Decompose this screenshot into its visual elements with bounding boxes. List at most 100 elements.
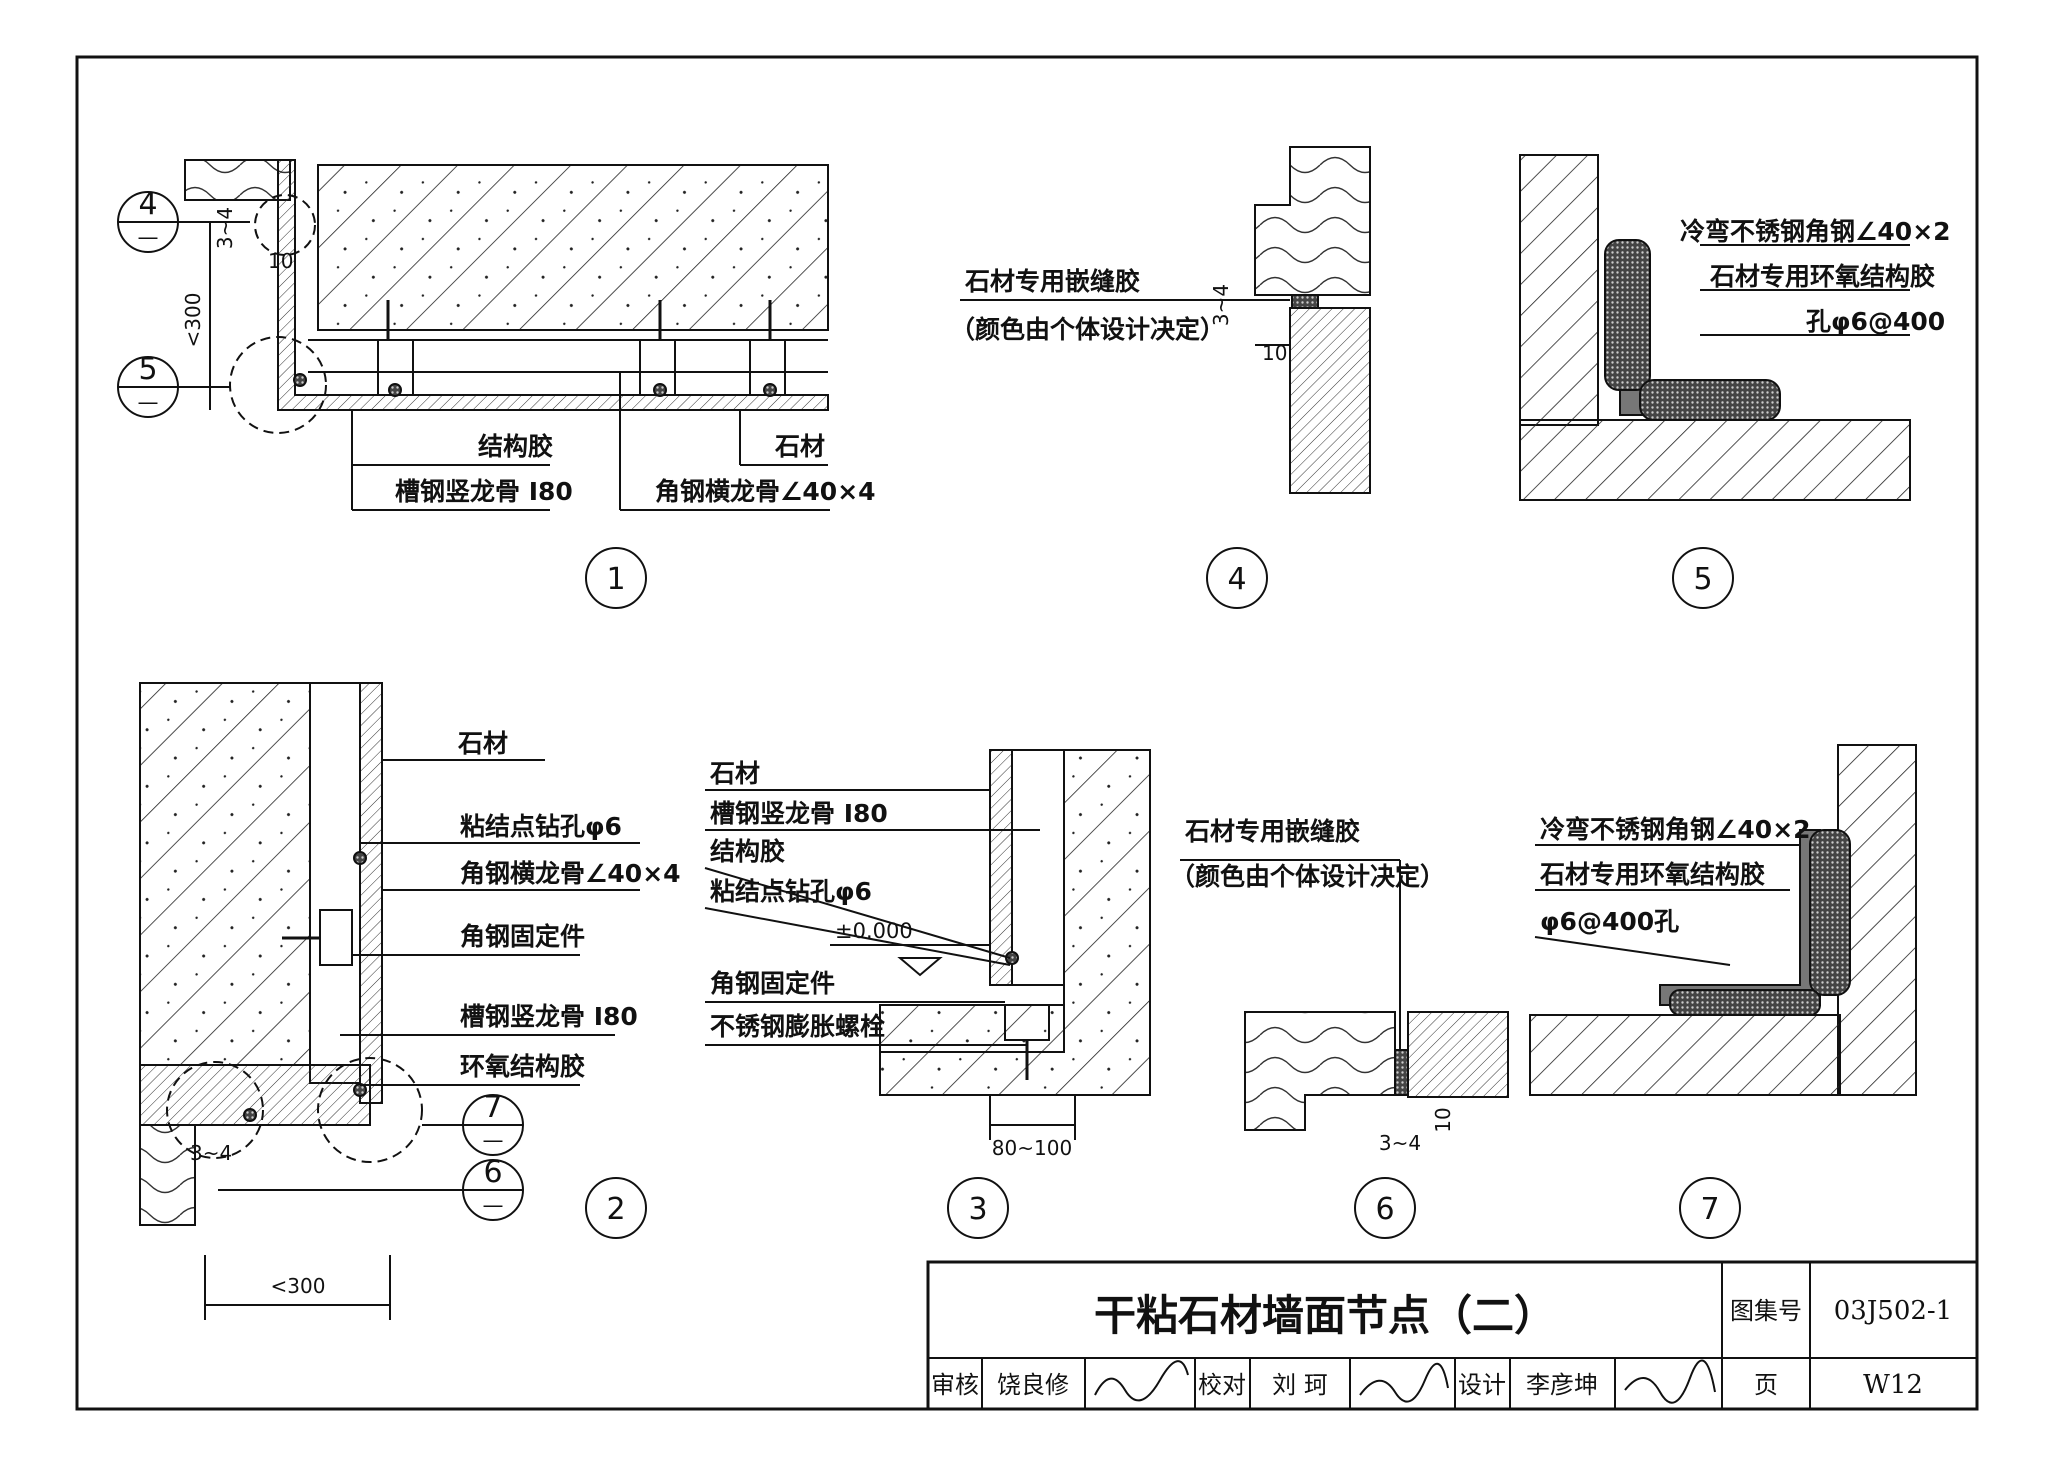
angle-fixer — [319, 909, 353, 966]
label-color-note: （颜色由个体设计决定） — [1170, 862, 1445, 891]
check-label: 校对 — [1198, 1371, 1246, 1399]
epoxy-horizontal — [1669, 989, 1821, 1016]
dim-300: <300 — [181, 293, 205, 348]
ref-dash: — — [138, 390, 159, 414]
epoxy-vertical — [1809, 829, 1851, 996]
label-level: ±0.000 — [835, 919, 913, 943]
label-stainless-angle: 冷弯不锈钢角钢∠40×2 — [1540, 815, 1811, 844]
ref-bubble-6: 6 — — [218, 1155, 524, 1221]
dim-3-4: 3~4 — [1379, 1131, 1421, 1155]
detail-number: 5 — [1693, 562, 1712, 597]
stainless-angle — [1659, 829, 1821, 1006]
stone-horizontal — [1529, 1014, 1841, 1096]
dim-300: <300 — [271, 1274, 326, 1298]
wood-door-frame — [184, 159, 291, 201]
level-mark — [897, 957, 943, 977]
detail-number: 7 — [1700, 1192, 1719, 1227]
label-stone: 石材 — [457, 729, 508, 758]
title-block: 干粘石材墙面节点（二） 图集号 03J502-1 页 W12 审核 饶良修 校对… — [926, 1260, 1979, 1411]
detail-number-circle — [1206, 547, 1268, 609]
design-name: 李彦坤 — [1526, 1371, 1598, 1399]
ref-number: 7 — [483, 1090, 502, 1125]
ref-dash: — — [483, 1128, 504, 1152]
label-sealant: 石材专用嵌缝胶 — [964, 267, 1140, 296]
detail-7: 冷弯不锈钢角钢∠40×2 石材专用环氧结构胶 φ6@400孔 7 — [1529, 744, 1917, 1239]
detail-number: 2 — [606, 1192, 625, 1227]
page-code: W12 — [1863, 1370, 1923, 1400]
epoxy-horizontal — [1639, 379, 1781, 421]
glue-dot — [1005, 951, 1019, 965]
label-hole: φ6@400孔 — [1540, 907, 1679, 936]
stone-panel-vertical — [359, 682, 383, 1104]
dim-3-4: 3~4 — [190, 1141, 232, 1165]
stone-panel — [1289, 307, 1371, 494]
callout-circle-4 — [254, 194, 316, 256]
ref-bubble-4: 4 — — [117, 187, 250, 253]
atlas-label: 图集号 — [1730, 1297, 1802, 1325]
dim-10: 10 — [268, 249, 293, 273]
detail-number-circle — [1354, 1177, 1416, 1239]
label-color-note: （颜色由个体设计决定） — [950, 315, 1225, 344]
design-label: 设计 — [1458, 1371, 1506, 1399]
stone-horizontal — [1519, 419, 1911, 501]
label-hole: 孔φ6@400 — [1806, 307, 1945, 336]
sealant-joint — [1394, 1049, 1409, 1096]
label-hole: 粘结点钻孔φ6 — [710, 877, 872, 906]
dim-3-4: 3~4 — [1209, 284, 1233, 326]
dim-10: 10 — [1431, 1107, 1455, 1132]
stone-panel — [1407, 1011, 1509, 1098]
glue-dots — [293, 373, 777, 397]
detail-6: 石材专用嵌缝胶 （颜色由个体设计决定） 10 3~4 6 — [1170, 817, 1509, 1239]
detail-number-circle — [1672, 547, 1734, 609]
glue-dots — [243, 851, 367, 1122]
detail-number-circle — [1679, 1177, 1741, 1239]
detail-4: 石材专用嵌缝胶 （颜色由个体设计决定） 3~4 10 4 — [950, 146, 1371, 609]
label-channel-keel: 槽钢竖龙骨 I80 — [395, 477, 573, 506]
detail-2: 石材 粘结点钻孔φ6 角钢横龙骨∠40×4 角钢固定件 槽钢竖龙骨 I80 环氧… — [139, 682, 681, 1320]
wood-floor — [1244, 1011, 1396, 1131]
dim-10: 10 — [1262, 341, 1287, 365]
label-channel-keel: 槽钢竖龙骨 I80 — [460, 1002, 638, 1031]
detail-3: 石材 槽钢竖龙骨 I80 结构胶 粘结点钻孔φ6 ±0.000 角钢固定件 不锈… — [704, 749, 1151, 1239]
drawing-title: 干粘石材墙面节点（二） — [1094, 1291, 1556, 1340]
stone-vertical — [1519, 154, 1599, 426]
wood-door-frame — [139, 1124, 196, 1226]
label-sealant: 石材专用嵌缝胶 — [1184, 817, 1360, 846]
concrete-wall — [317, 164, 829, 331]
ref-bubble-5: 5 — — [117, 352, 230, 418]
label-expansion-bolt: 不锈钢膨胀螺栓 — [710, 1012, 885, 1041]
design-signature — [1624, 1359, 1716, 1404]
stone-panel — [989, 749, 1013, 986]
wood-frame — [1254, 146, 1371, 296]
concrete-wall — [139, 682, 311, 1066]
detail-number: 4 — [1227, 562, 1246, 597]
epoxy-vertical — [1604, 239, 1651, 391]
callout-circle-6 — [166, 1061, 264, 1159]
review-signature — [1094, 1360, 1189, 1402]
detail-number-circle — [947, 1177, 1009, 1239]
label-epoxy: 石材专用环氧结构胶 — [1539, 860, 1765, 889]
callout-circle-5 — [229, 336, 327, 434]
detail-number-circle — [585, 547, 647, 609]
label-angle-keel: 角钢横龙骨∠40×4 — [655, 477, 876, 506]
ref-number: 6 — [483, 1155, 502, 1190]
review-label: 审核 — [931, 1371, 979, 1399]
channel-keel — [1011, 749, 1065, 986]
review-name: 饶良修 — [997, 1371, 1069, 1399]
ref-dash: — — [483, 1193, 504, 1217]
page-label: 页 — [1754, 1371, 1778, 1399]
dim-3-4: 3~4 — [213, 207, 237, 249]
ref-number: 4 — [138, 187, 157, 222]
detail-number: 6 — [1375, 1192, 1394, 1227]
label-structural-glue: 结构胶 — [478, 432, 553, 461]
ref-dash: — — [138, 225, 159, 249]
ref-bubble-7: 7 — — [422, 1090, 524, 1156]
detail-number: 3 — [968, 1192, 987, 1227]
label-hole: 粘结点钻孔φ6 — [460, 812, 622, 841]
label-stone: 石材 — [709, 759, 760, 788]
detail-number-circle — [585, 1177, 647, 1239]
label-angle-fixer: 角钢固定件 — [460, 922, 585, 951]
label-structural-glue: 结构胶 — [710, 837, 785, 866]
check-name: 刘 珂 — [1272, 1371, 1328, 1399]
